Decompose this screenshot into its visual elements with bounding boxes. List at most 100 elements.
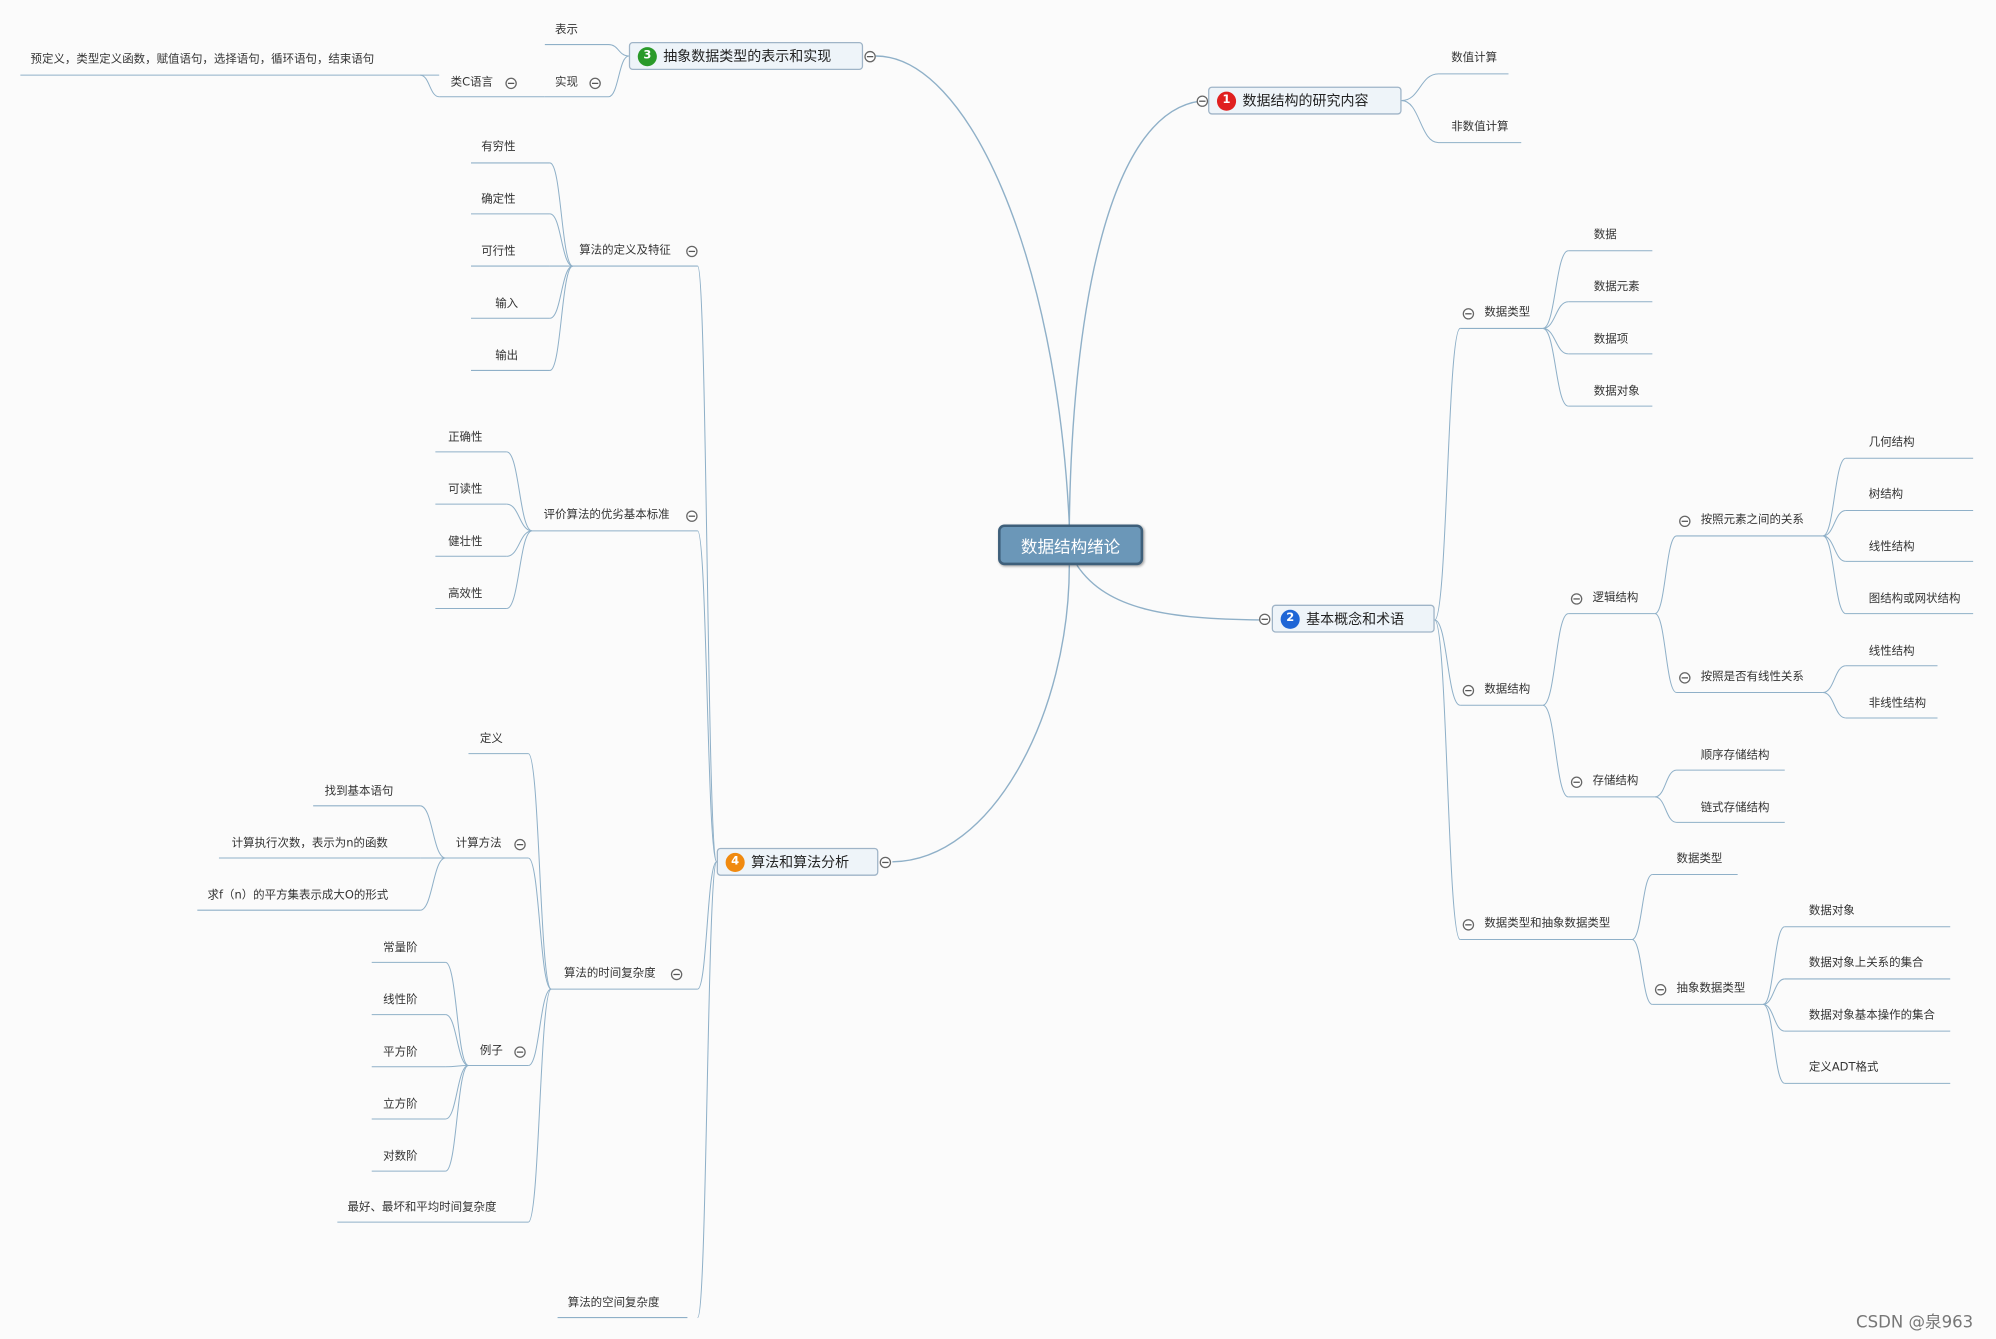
collapse-toggle-icon[interactable] [686,245,698,258]
topic-basic-concepts[interactable]: 2 基本概念和术语 [1271,604,1435,633]
node-calc-method[interactable]: 计算方法 [455,837,502,851]
connector-line [419,74,440,98]
central-topic[interactable]: 数据结构绪论 [998,524,1144,566]
collapse-toggle-icon[interactable] [686,510,698,522]
node-adt-object[interactable]: 数据对象 [1808,905,1855,918]
node-by-relation[interactable]: 按照元素之间的关系 [1700,514,1804,528]
connector-line [1762,1003,1785,1032]
node-logical-structure[interactable]: 逻辑结构 [1592,591,1639,605]
node-non-linear[interactable]: 非线性结构 [1868,697,1927,711]
node-big-o-form[interactable]: 求f（n）的平方集表示成大O的形式 [207,889,389,903]
connector-line [1401,100,1439,144]
node-numeric-calc[interactable]: 数值计算 [1451,52,1498,65]
node-c-like-language[interactable]: 类C语言 [450,76,494,90]
node-c-like-detail[interactable]: 预定义，类型定义函数，赋值语句，选择语句，循环语句，结束语句 [30,53,375,67]
collapse-toggle-icon[interactable] [1258,613,1271,626]
node-adt-format[interactable]: 定义ADT格式 [1808,1061,1879,1075]
node-output[interactable]: 输出 [495,350,519,363]
node-type-and-adt[interactable]: 数据类型和抽象数据类型 [1484,917,1611,931]
node-count-executions[interactable]: 计算执行次数，表示为n的函数 [231,837,388,851]
node-log-order[interactable]: 对数阶 [383,1150,418,1164]
collapse-toggle-icon[interactable] [1570,776,1583,788]
connector-line [1542,250,1569,329]
node-find-basic-statement[interactable]: 找到基本语句 [324,785,394,799]
node-data-type[interactable]: 数据类型 [1484,306,1531,320]
node-adt-relations[interactable]: 数据对象上关系的集合 [1808,957,1924,971]
connector-line [527,753,552,990]
node-cubic-order[interactable]: 立方阶 [383,1098,418,1112]
node-input[interactable]: 输入 [495,297,519,311]
node-linear-2[interactable]: 线性结构 [1868,645,1915,659]
node-tree[interactable]: 树结构 [1868,488,1904,502]
node-examples[interactable]: 例子 [479,1045,503,1058]
node-evaluation-criteria[interactable]: 评价算法的优劣基本标准 [543,509,670,522]
topic-research-content[interactable]: 1 数据结构的研究内容 [1208,86,1402,115]
connector-line [549,213,574,267]
connector-line [697,530,718,863]
node-space-complexity[interactable]: 算法的空间复杂度 [567,1297,660,1310]
node-abstract-data-type[interactable]: 抽象数据类型 [1676,982,1746,996]
node-constant-order[interactable]: 常量阶 [383,942,418,955]
node-adt-data-type[interactable]: 数据类型 [1676,852,1723,866]
connector-line [608,55,630,98]
collapse-toggle-icon[interactable] [1196,95,1209,107]
node-data-object[interactable]: 数据对象 [1593,385,1640,399]
connector-line [1822,535,1846,562]
node-implement[interactable]: 实现 [555,76,578,90]
collapse-toggle-icon[interactable] [514,838,526,851]
topic-algorithm-analysis[interactable]: 4 算法和算法分析 [716,847,879,876]
collapse-toggle-icon[interactable] [864,50,876,63]
collapse-toggle-icon[interactable] [1462,919,1475,931]
node-robustness[interactable]: 健壮性 [448,535,483,549]
node-quadratic-order[interactable]: 平方阶 [383,1046,418,1060]
node-storage-structure[interactable]: 存储结构 [1592,775,1639,788]
node-readability[interactable]: 可读性 [448,483,483,497]
node-linear-order[interactable]: 线性阶 [383,994,418,1007]
connector-line [506,530,533,610]
collapse-toggle-icon[interactable] [1679,672,1691,684]
collapse-toggle-icon[interactable] [879,856,892,869]
node-linked-storage[interactable]: 链式存储结构 [1700,801,1770,815]
node-finiteness[interactable]: 有穷性 [481,141,516,155]
collapse-toggle-icon[interactable] [514,1046,526,1058]
node-data-item[interactable]: 数据项 [1593,333,1629,347]
connector-line [1822,535,1847,615]
node-data-element[interactable]: 数据元素 [1593,281,1640,295]
node-time-definition[interactable]: 定义 [479,733,503,746]
node-adt-operations[interactable]: 数据对象基本操作的集合 [1808,1009,1935,1023]
connector-line [527,857,552,990]
connector-line [1654,796,1677,823]
node-by-linear[interactable]: 按照是否有线性关系 [1700,670,1804,684]
node-feasibility[interactable]: 可行性 [481,245,516,259]
topic-adt-representation[interactable]: 3 抽象数据类型的表示和实现 [628,42,864,71]
node-algorithm-definition[interactable]: 算法的定义及特征 [579,244,671,258]
node-best-worst-average[interactable]: 最好、最坏和平均时间复杂度 [347,1201,497,1215]
connector-line [528,988,552,1067]
collapse-toggle-icon[interactable] [1679,515,1691,528]
collapse-toggle-icon[interactable] [1462,308,1475,320]
connector-line [1542,327,1569,355]
node-non-numeric-calc[interactable]: 非数值计算 [1451,120,1509,134]
collapse-toggle-icon[interactable] [505,77,517,90]
node-data-structure[interactable]: 数据结构 [1484,683,1531,697]
node-data[interactable]: 数据 [1593,229,1617,242]
collapse-toggle-icon[interactable] [670,968,683,981]
connector-line [1631,938,1653,1005]
connector-line [1542,327,1569,407]
connector-line [875,55,1071,525]
node-efficiency[interactable]: 高效性 [448,588,483,601]
collapse-toggle-icon[interactable] [1570,593,1583,605]
connector-line [549,162,574,267]
node-correctness[interactable]: 正确性 [448,431,483,445]
node-definiteness[interactable]: 确定性 [481,193,516,207]
node-geometric[interactable]: 几何结构 [1868,436,1915,450]
node-graph[interactable]: 图结构或网状结构 [1868,593,1961,606]
collapse-toggle-icon[interactable] [1462,684,1475,697]
collapse-toggle-icon[interactable] [589,77,601,90]
collapse-toggle-icon[interactable] [1654,984,1667,996]
node-time-complexity[interactable]: 算法的时间复杂度 [563,967,656,981]
node-sequential-storage[interactable]: 顺序存储结构 [1700,749,1770,763]
node-represent[interactable]: 表示 [555,24,578,37]
connector-line [506,451,533,532]
node-linear[interactable]: 线性结构 [1868,541,1915,554]
